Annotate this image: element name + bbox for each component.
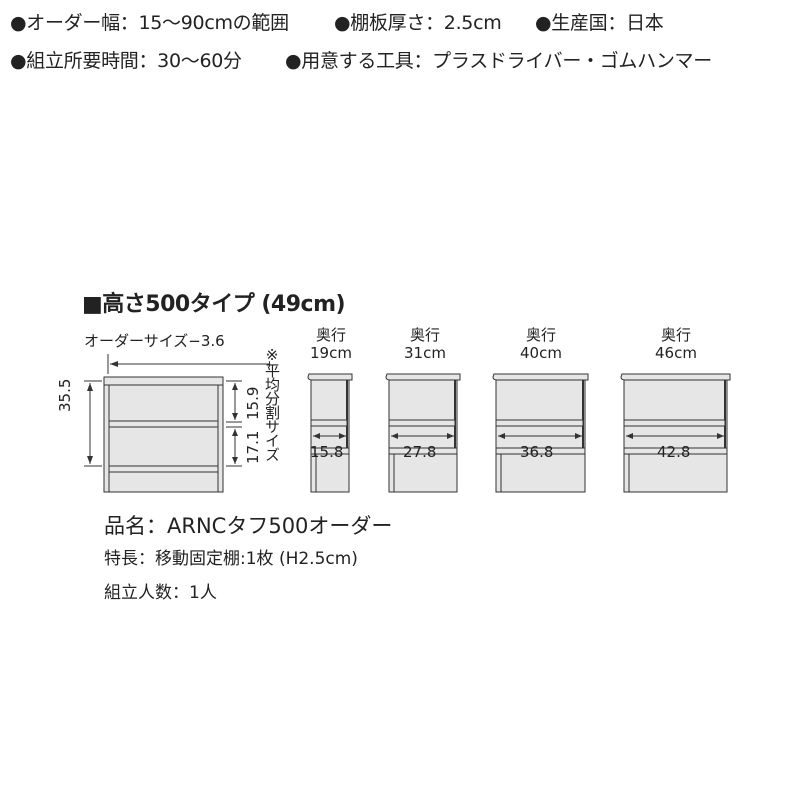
depth-label-19: 奥行 19cm [300,326,362,362]
depth-label-40: 奥行 40cm [506,326,576,362]
assembly-people: 組立人数：1人 [104,583,217,603]
product-name: 品名：ARNCタフ500オーダー [104,514,393,538]
spec-tools: ●用意する工具：プラスドライバー・ゴムハンマー [285,50,712,72]
depth-heading: 奥行 [409,326,440,344]
depth-heading: 奥行 [525,326,556,344]
depth-heading: 奥行 [315,326,346,344]
depth-heading: 奥行 [660,326,691,344]
spec-assembly-time: ●組立所要時間：30〜60分 [10,50,242,72]
front-view-diagram [84,354,270,493]
side-view-diagrams [307,373,731,493]
front-width-label: オーダーサイズ−3.6 [84,332,225,350]
depth-value: 31cm [404,344,446,362]
section-title: ■高さ500タイプ (49cm) [82,292,346,317]
average-split-note: ※平均分割サイズ [263,346,281,461]
total-height-value: 35.5 [56,378,74,412]
depth-value: 46cm [655,344,697,362]
side-view-19 [307,373,353,493]
product-feature: 特長：移動固定棚:1枚 (H2.5cm) [104,549,358,569]
side-view-31 [385,373,461,493]
inner-depth-19: 15.8 [310,443,344,461]
spec-origin-country: ●生産国：日本 [535,12,664,34]
lower-height-value: 17.1 [244,430,262,464]
inner-depth-31: 27.8 [403,443,437,461]
spec-shelf-thickness: ●棚板厚さ：2.5cm [334,12,502,34]
side-view-40 [492,373,589,493]
side-view-46 [620,373,731,493]
depth-label-46: 奥行 46cm [641,326,711,362]
depth-value: 19cm [310,344,352,362]
spec-order-width: ●オーダー幅：15〜90cmの範囲 [10,12,289,34]
depth-label-31: 奥行 31cm [390,326,460,362]
depth-value: 40cm [520,344,562,362]
inner-depth-46: 42.8 [657,443,691,461]
inner-depth-40: 36.8 [520,443,554,461]
upper-height-value: 15.9 [244,386,262,420]
